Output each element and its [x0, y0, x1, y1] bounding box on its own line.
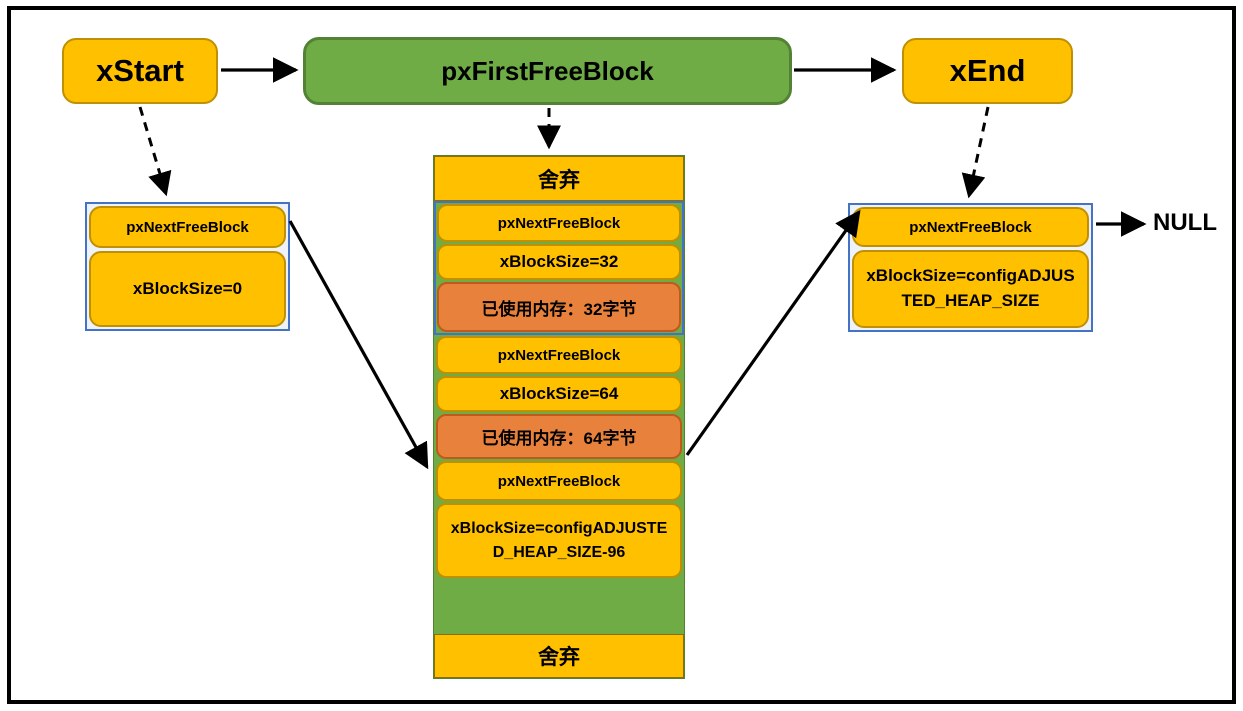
xstart-node: xStart: [62, 38, 218, 104]
outer-frame: [7, 6, 1236, 704]
heap-discard-top: 舍弃: [434, 156, 684, 201]
start-block-node: pxNextFreeBlock xBlockSize=0: [85, 202, 290, 331]
null-label: NULL: [1153, 209, 1217, 236]
heap-memory-column: 舍弃 pxNextFreeBlock xBlockSize=32 已使用内存：3…: [433, 155, 685, 679]
pxfirstfreeblock-node: pxFirstFreeBlock: [303, 37, 792, 105]
end-block-pxnextfreeblock: pxNextFreeBlock: [852, 207, 1089, 247]
heap-used-memory-32: 已使用内存：32字节: [437, 282, 681, 332]
xend-node: xEnd: [902, 38, 1073, 104]
start-block-pxnextfreeblock: pxNextFreeBlock: [89, 206, 286, 248]
heap-pxnextfreeblock-2: pxNextFreeBlock: [436, 336, 682, 374]
free-block-group-32: pxNextFreeBlock xBlockSize=32 已使用内存：32字节: [434, 201, 684, 335]
heap-pxnextfreeblock-1: pxNextFreeBlock: [437, 204, 681, 242]
end-block-xblocksize: xBlockSize=configADJUSTED_HEAP_SIZE: [852, 250, 1089, 328]
start-block-xblocksize: xBlockSize=0: [89, 251, 286, 327]
heap-discard-bottom: 舍弃: [434, 634, 684, 678]
heap-xblocksize-64: xBlockSize=64: [436, 376, 682, 412]
heap-used-memory-64: 已使用内存：64字节: [436, 414, 682, 459]
end-block-node: pxNextFreeBlock xBlockSize=configADJUSTE…: [848, 203, 1093, 332]
heap-free-space: [434, 579, 684, 634]
heap-xblocksize-remaining: xBlockSize=configADJUSTED_HEAP_SIZE-96: [436, 503, 682, 578]
heap-xblocksize-32: xBlockSize=32: [437, 244, 681, 280]
heap-pxnextfreeblock-3: pxNextFreeBlock: [436, 461, 682, 501]
